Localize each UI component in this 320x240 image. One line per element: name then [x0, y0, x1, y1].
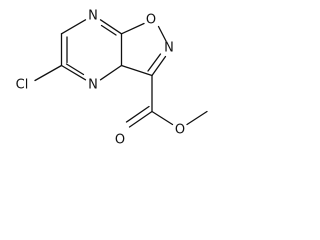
atom-o-carbonyl: O	[115, 133, 125, 148]
atom-o-ring: O	[146, 13, 156, 28]
bond-n-bottom-cq-double	[65, 63, 85, 76]
atom-o-ester: O	[175, 123, 185, 138]
bond-n-c3-double	[147, 53, 162, 72]
atom-cl: Cl	[16, 78, 29, 93]
bond-n-top-c7a-double	[100, 24, 117, 36]
bond-o-ester-methyl	[186, 110, 208, 126]
atom-n-top: N	[88, 9, 98, 24]
bond-carbonyl-c-o-double-a	[128, 110, 153, 128]
bond-c3-c3a	[120, 64, 153, 77]
bond-carbonyl-c-o-double-b	[125, 105, 150, 123]
bond-c7a-o	[120, 22, 145, 35]
bond-carbonyl-c-o-ester	[151, 110, 174, 126]
bond-n-top-c7a	[99, 19, 123, 35]
bond-n-c3	[151, 55, 167, 77]
bond-c3a-n-bottom	[99, 64, 123, 81]
chemical-structure: N O N Cl N O O	[16, 9, 208, 148]
bond-c5-n-top	[60, 19, 87, 35]
bond-o-n	[157, 25, 167, 42]
atom-n-bottom: N	[88, 78, 98, 93]
bond-cq-cl	[34, 64, 63, 82]
atom-n-isoxazole: N	[164, 41, 174, 56]
bond-n-bottom-cq	[60, 64, 87, 81]
